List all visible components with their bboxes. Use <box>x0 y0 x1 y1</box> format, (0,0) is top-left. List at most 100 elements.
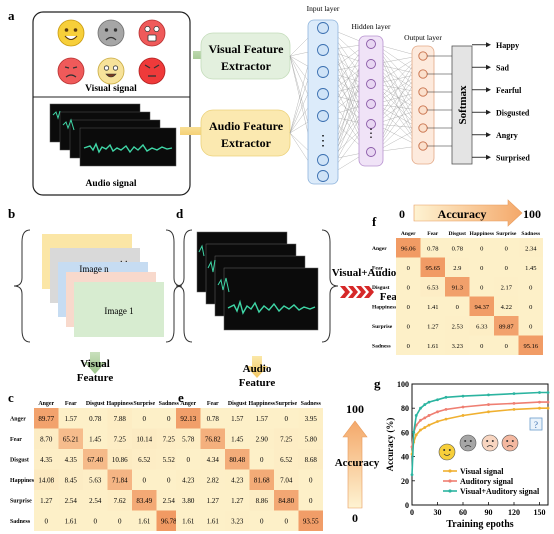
cm-cell <box>396 257 421 277</box>
cm-cell <box>176 408 201 429</box>
series-point <box>419 406 422 410</box>
accuracy-f-max: 100 <box>523 207 541 221</box>
audio-feature-arrow <box>246 356 268 378</box>
series-point <box>487 393 490 397</box>
cm-cell <box>494 277 519 297</box>
cm-value: 0 <box>143 415 147 423</box>
cm-value: 0 <box>505 343 508 350</box>
audio-feature-label-1: Audio <box>243 363 272 375</box>
cm-cell <box>225 510 250 531</box>
arrowhead <box>486 132 491 138</box>
input-node <box>317 44 329 56</box>
cm-value: 0 <box>456 304 459 311</box>
cm-row-label: Anger <box>10 416 26 422</box>
series-point <box>412 431 416 434</box>
cm-row-label: Surprise <box>372 324 393 330</box>
cm-value: 7.25 <box>280 435 293 443</box>
cm-cell <box>225 449 250 470</box>
cm-cell <box>107 490 132 511</box>
cm-cell <box>469 316 494 336</box>
cm-value: 3.95 <box>305 415 318 423</box>
accuracy-e-label: Accuracy <box>335 457 380 469</box>
cm-value: 10.14 <box>136 435 152 443</box>
series-point <box>414 433 418 437</box>
cm-value: 84.80 <box>278 497 294 505</box>
cm-value: 0 <box>285 517 289 525</box>
cm-value: 0 <box>480 343 483 350</box>
cm-cell <box>396 296 421 316</box>
cm-cell <box>494 316 519 336</box>
cm-cell <box>107 469 132 490</box>
cm-value: 10.86 <box>112 456 128 464</box>
cm-value: 93.55 <box>303 517 319 525</box>
cm-cell <box>58 510 83 531</box>
cm-value: 2.54 <box>65 497 78 505</box>
angry-face-icon <box>138 57 166 85</box>
cm-cell <box>469 238 494 258</box>
cm-value: 0 <box>407 323 410 330</box>
emotion-label: Sad <box>496 63 509 72</box>
cm-cell <box>494 238 519 258</box>
cm-value: 6.53 <box>427 284 438 291</box>
cm-cell <box>176 428 201 449</box>
cm-value: 0.78 <box>89 415 102 423</box>
cm-cell <box>469 335 494 355</box>
cm-value: 1.61 <box>207 517 220 525</box>
cm-cell <box>83 408 108 429</box>
cm-column-label: Anger <box>38 401 54 407</box>
cm-value: 6.33 <box>476 323 487 330</box>
cm-value: 71.84 <box>112 476 128 484</box>
cm-value: 0 <box>167 476 171 484</box>
legend-label: Auditory signal <box>460 477 514 486</box>
series-point <box>538 400 541 404</box>
emotion-label: Disgusted <box>496 108 530 117</box>
cm-cell <box>200 408 225 429</box>
image-1-label: Image 1 <box>104 306 133 316</box>
cm-cell <box>83 428 108 449</box>
cm-value: 5.80 <box>305 435 318 443</box>
cm-value: 92.13 <box>180 415 196 423</box>
cm-column-label: Happiness <box>249 401 276 407</box>
image-n-label: Image n <box>79 264 109 274</box>
output-layer-box <box>411 45 435 165</box>
output-layer-label: Output layer <box>404 33 442 42</box>
legend-marker <box>448 479 452 483</box>
cm-value: 0 <box>480 284 483 291</box>
series-point <box>436 410 439 414</box>
softmax-box <box>451 45 473 165</box>
cm-value: 0 <box>285 415 289 423</box>
cm-cell <box>58 490 83 511</box>
cm-value: 0 <box>260 456 264 464</box>
cm-cell <box>200 449 225 470</box>
arrowhead <box>486 109 491 115</box>
cm-column-label: Disgust <box>449 231 467 237</box>
cm-value: 0 <box>118 517 122 525</box>
series-point <box>512 401 516 405</box>
cm-cell <box>132 449 157 470</box>
cm-cell <box>83 510 108 531</box>
network-nodes <box>317 22 428 182</box>
cm-cell <box>249 469 274 490</box>
cm-cell <box>176 469 201 490</box>
cm-value: 0 <box>260 517 264 525</box>
cm-value: 0 <box>94 517 98 525</box>
cm-value: 2.54 <box>89 497 102 505</box>
cm-value: 3.23 <box>231 517 244 525</box>
cm-cell <box>200 469 225 490</box>
cm-value: 1.61 <box>182 517 195 525</box>
sad-face-icon <box>97 19 125 47</box>
hidden-node <box>366 99 376 109</box>
input-node <box>317 66 329 78</box>
cm-value: 4.23 <box>182 476 195 484</box>
cm-value: 4.22 <box>501 304 512 311</box>
spectrogram-stack <box>196 231 319 331</box>
audio-spectrogram-stack <box>49 103 177 167</box>
cm-value: 0 <box>407 284 410 291</box>
cm-value: 2.53 <box>452 323 463 330</box>
cm-cell <box>225 490 250 511</box>
cm-cell <box>396 316 421 336</box>
series-point <box>444 395 448 399</box>
cm-value: 0 <box>407 343 410 350</box>
cm-column-label: Surprise <box>275 401 297 407</box>
cm-value: 2.34 <box>525 245 537 252</box>
